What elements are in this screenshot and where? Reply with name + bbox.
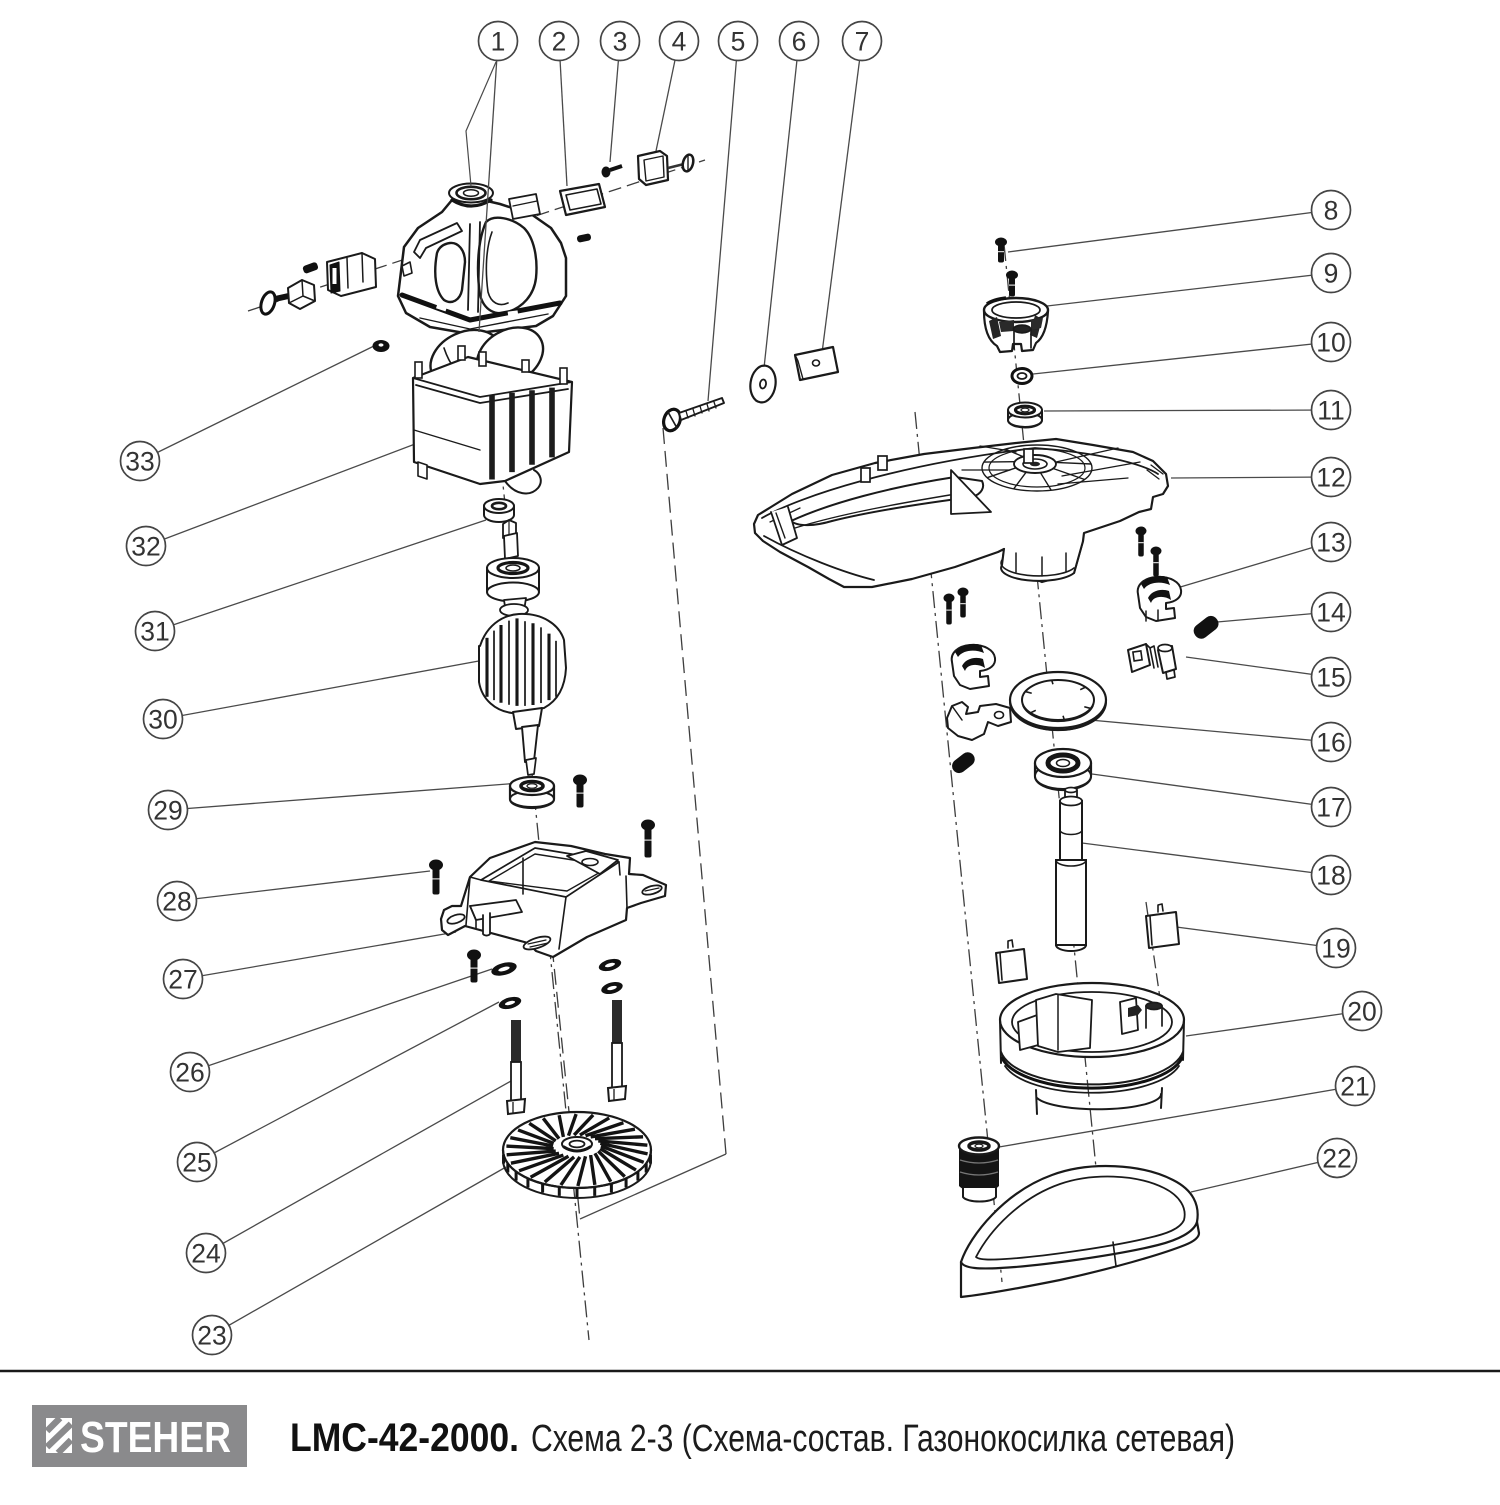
svg-text:8: 8 xyxy=(1324,196,1339,226)
svg-text:24: 24 xyxy=(191,1239,220,1269)
svg-text:11: 11 xyxy=(1317,396,1345,426)
svg-text:28: 28 xyxy=(162,887,191,917)
svg-text:13: 13 xyxy=(1316,528,1345,558)
svg-text:Схема 2-3 (Схема-состав. Газон: Схема 2-3 (Схема-состав. Газонокосилка с… xyxy=(531,1418,1235,1460)
svg-text:5: 5 xyxy=(731,27,746,57)
svg-text:14: 14 xyxy=(1316,598,1345,628)
svg-text:1: 1 xyxy=(491,27,506,57)
svg-text:23: 23 xyxy=(197,1321,226,1351)
svg-text:25: 25 xyxy=(182,1148,211,1178)
svg-text:26: 26 xyxy=(175,1058,204,1088)
svg-text:7: 7 xyxy=(855,27,870,57)
svg-text:29: 29 xyxy=(153,796,182,826)
svg-text:9: 9 xyxy=(1324,259,1339,289)
svg-text:3: 3 xyxy=(613,27,628,57)
svg-text:32: 32 xyxy=(131,532,160,562)
svg-text:30: 30 xyxy=(148,705,177,735)
svg-text:20: 20 xyxy=(1347,997,1376,1027)
svg-text:6: 6 xyxy=(792,27,807,57)
svg-text:17: 17 xyxy=(1316,793,1345,823)
svg-text:10: 10 xyxy=(1316,328,1345,358)
svg-text:27: 27 xyxy=(168,965,197,995)
svg-text:22: 22 xyxy=(1322,1144,1351,1174)
svg-text:LMC-42-2000.: LMC-42-2000. xyxy=(290,1416,519,1460)
svg-text:33: 33 xyxy=(125,447,154,477)
svg-text:15: 15 xyxy=(1316,663,1345,693)
svg-text:12: 12 xyxy=(1316,463,1345,493)
svg-text:18: 18 xyxy=(1316,861,1345,891)
svg-text:2: 2 xyxy=(552,27,567,57)
svg-text:STEHER: STEHER xyxy=(80,1413,231,1462)
svg-text:16: 16 xyxy=(1316,728,1345,758)
svg-text:31: 31 xyxy=(140,617,169,647)
svg-text:21: 21 xyxy=(1340,1072,1369,1102)
svg-text:4: 4 xyxy=(672,27,687,57)
svg-text:19: 19 xyxy=(1321,934,1350,964)
